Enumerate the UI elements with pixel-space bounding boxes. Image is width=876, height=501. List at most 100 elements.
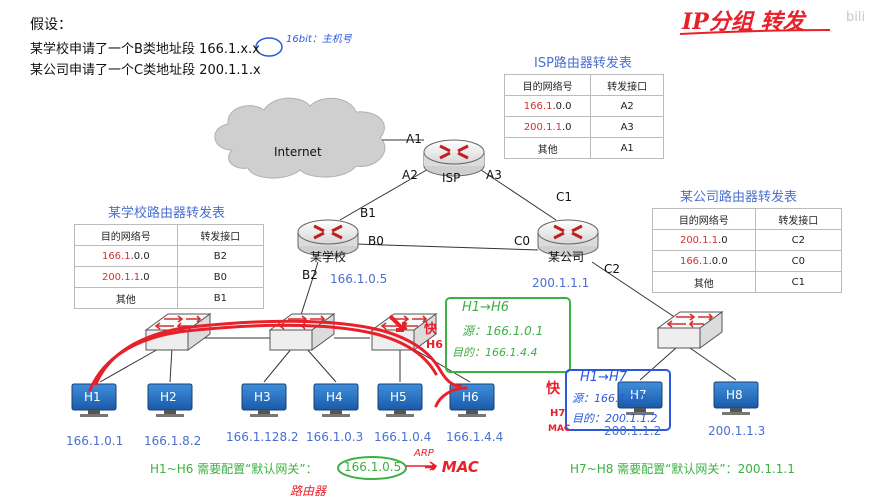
footer-left-gateway: 166.1.0.5: [344, 460, 402, 474]
mark-mac: MAC: [548, 424, 571, 434]
port-b2: B2: [302, 268, 318, 282]
footer-left-prefix: H1~H6 需要配置“默认网关”：: [150, 462, 318, 476]
port: B0: [176, 266, 265, 288]
company-router-ip: 200.1.1.1: [532, 276, 590, 290]
header-port: 转发接口: [590, 74, 664, 96]
pc-h5: [377, 383, 423, 417]
header-port: 转发接口: [176, 224, 265, 246]
xx-circle: [255, 37, 283, 57]
arp-note: ARP: [414, 448, 434, 459]
mark-fast-2: 快: [546, 381, 560, 397]
arp-arrow: [406, 461, 438, 471]
port-b1: B1: [360, 206, 376, 220]
pc-h3: [241, 383, 287, 417]
red-arrow-mark: [388, 314, 406, 332]
host-ip-h7: 200.1.1.2: [604, 424, 662, 438]
table-header-row: 目的网络号转发接口: [74, 224, 265, 246]
blue-box-line-3: 目的：200.1.1.2: [572, 412, 658, 425]
switch-4: [657, 311, 723, 349]
host-label-h1: H1: [84, 390, 101, 404]
green-annotation-box: [445, 297, 571, 373]
dest-net: 166.1.0.0: [503, 95, 592, 117]
port-c2: C2: [604, 262, 621, 276]
router-isp: [423, 139, 485, 177]
port-c0: C0: [514, 234, 531, 248]
watermark: bili: [846, 10, 866, 25]
pc-h6: [449, 383, 495, 417]
host-ip-h4: 166.1.0.3: [306, 430, 364, 444]
gateway-circle: [337, 456, 407, 480]
intro-heading: 假设：: [30, 17, 72, 33]
internet-label: Internet: [274, 145, 322, 159]
host-ip-h3: 166.1.128.2: [226, 430, 299, 444]
mark-h7: H7: [550, 408, 566, 419]
header-dest-net: 目的网络号: [74, 224, 178, 246]
port-c1: C1: [556, 190, 573, 204]
router-company: [537, 219, 599, 257]
school-table-title: 某学校路由器转发表: [108, 206, 226, 221]
port: A1: [590, 137, 664, 159]
green-box-line-2: 源：166.1.0.1: [462, 324, 544, 338]
pc-h8: [713, 381, 759, 415]
company-table-title: 某公司路由器转发表: [680, 190, 798, 205]
port: B1: [176, 287, 265, 309]
school-router-ip: 166.1.0.5: [330, 272, 388, 286]
host-ip-h6: 166.1.4.4: [446, 430, 504, 444]
company-label: 某公司: [548, 250, 585, 264]
port: A2: [590, 95, 664, 117]
blue-box-line-1: H1→H7: [580, 370, 627, 385]
host-ip-h1: 166.1.0.1: [66, 434, 124, 448]
dest-net: 其他: [74, 287, 178, 309]
isp-label: ISP: [442, 171, 461, 185]
host-ip-h2: 166.1.8.2: [144, 434, 202, 448]
port: C1: [754, 271, 843, 293]
internet-cloud: [214, 97, 386, 179]
intro-line-1: 某学校申请了一个B类地址段 166.1.x.x: [30, 42, 260, 57]
host-label-h8: H8: [726, 388, 743, 402]
port: C2: [754, 229, 843, 251]
pc-h2: [147, 383, 193, 417]
pc-h4: [313, 383, 359, 417]
switch-2: [269, 313, 335, 351]
path-h1-to-h6-annotation: [88, 319, 468, 408]
mark-h6: H6: [426, 338, 443, 351]
host-ip-h5: 166.1.0.4: [374, 430, 432, 444]
port-a3: A3: [486, 168, 502, 182]
mac-note: → MAC: [424, 458, 479, 476]
dest-net: 166.1.0.0: [74, 245, 178, 267]
port: A3: [590, 116, 664, 138]
dest-net: 166.1.0.0: [652, 250, 756, 272]
table-header-row: 目的网络号转发接口: [503, 74, 664, 96]
port-b0: B0: [368, 234, 384, 248]
host-label-h2: H2: [160, 390, 177, 404]
header-dest-net: 目的网络号: [503, 74, 592, 96]
router-school: [297, 219, 359, 257]
blue-box-line-2: 源：166.1.0.1: [572, 392, 647, 405]
host-label-h7: H7: [630, 388, 647, 402]
blue-annotation-box: [565, 369, 671, 431]
port-a2: A2: [402, 168, 418, 182]
host-label-h4: H4: [326, 390, 343, 404]
host-label-h5: H5: [390, 390, 407, 404]
dest-net: 200.1.1.0: [74, 266, 178, 288]
host-label-h6: H6: [462, 390, 479, 404]
green-box-line-3: 目的：166.1.4.4: [452, 346, 538, 359]
top-title: IP分组 转发: [682, 9, 805, 35]
table-header-row: 目的网络号转发接口: [652, 208, 843, 230]
school-label: 某学校: [310, 250, 347, 264]
dest-net: 其他: [652, 271, 756, 293]
green-box-line-1: H1→H6: [462, 300, 509, 315]
intro-line-2: 某公司申请了一个C类地址段 200.1.1.x: [30, 63, 261, 78]
dest-net: 其他: [503, 137, 592, 159]
footer-right: H7~H8 需要配置“默认网关”：200.1.1.1: [570, 462, 795, 476]
